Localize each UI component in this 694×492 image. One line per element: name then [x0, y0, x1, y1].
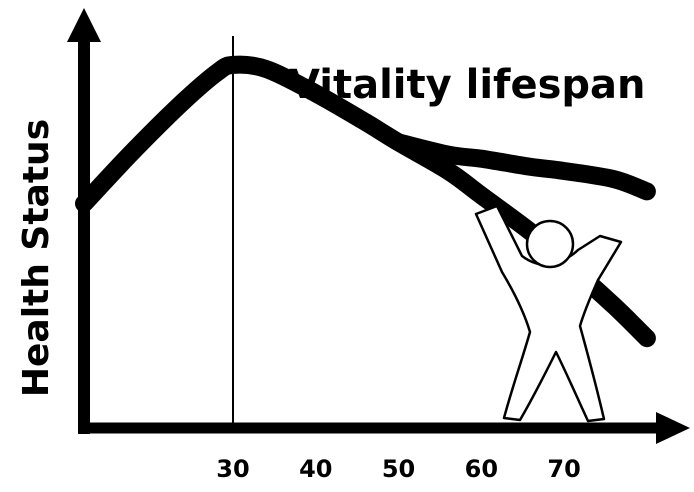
axes — [67, 8, 690, 444]
stick-figure-illustration — [474, 204, 623, 423]
y-axis-label: Health Status — [16, 119, 57, 397]
x-tick-label: 50 — [382, 455, 415, 483]
stick-figure-head — [525, 219, 575, 269]
x-axis-arrow — [656, 412, 690, 444]
x-tick-label: 40 — [299, 455, 332, 483]
y-axis-arrow — [67, 8, 101, 42]
x-tick-label: 30 — [216, 455, 249, 483]
series-line-1 — [389, 133, 656, 201]
x-tick-label: 70 — [547, 455, 580, 483]
x-tick-labels: 30 40 50 60 70 — [216, 455, 581, 483]
x-tick-label: 60 — [465, 455, 498, 483]
vitality-lifespan-annotation: Vitality lifespan — [289, 62, 645, 108]
